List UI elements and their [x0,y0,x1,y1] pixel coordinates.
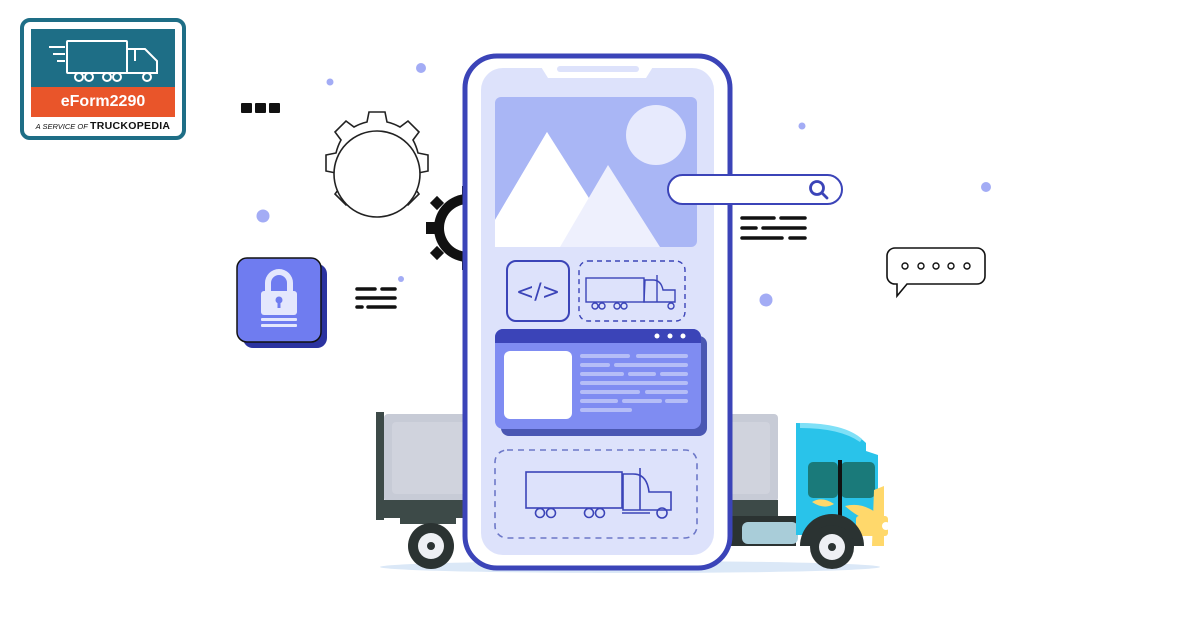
logo-tagline: A SERVICE OF TRUCKOPEDIA [31,120,175,132]
small-truck-card [578,260,686,322]
code-icon: </> [516,280,560,305]
lock-tile [236,257,327,348]
logo-tagline-company: TRUCKOPEDIA [90,120,171,132]
large-truck-card [494,449,698,539]
phone-mockup: </> [462,53,733,571]
phone-speaker [557,66,639,72]
text-lines-icon [355,287,397,309]
search-bar [667,174,843,205]
ellipsis-icon [241,103,280,113]
truck-cab [726,423,890,569]
code-tile: </> [506,260,570,322]
logo-brand-name: eForm2290 [31,87,175,117]
search-icon [809,180,829,200]
truck-outline-icon [49,40,158,82]
image-placeholder-card [495,97,697,247]
logo-truck-panel [31,29,175,87]
decorative-dots [256,63,991,307]
eform2290-logo[interactable]: eForm2290 A SERVICE OF TRUCKOPEDIA [20,18,186,140]
browser-window-card [495,329,707,436]
text-lines-icon [740,216,807,240]
logo-tagline-prefix: A SERVICE OF [35,122,88,131]
chat-bubble-icon [886,247,986,299]
outline-gear-icon [325,111,429,218]
